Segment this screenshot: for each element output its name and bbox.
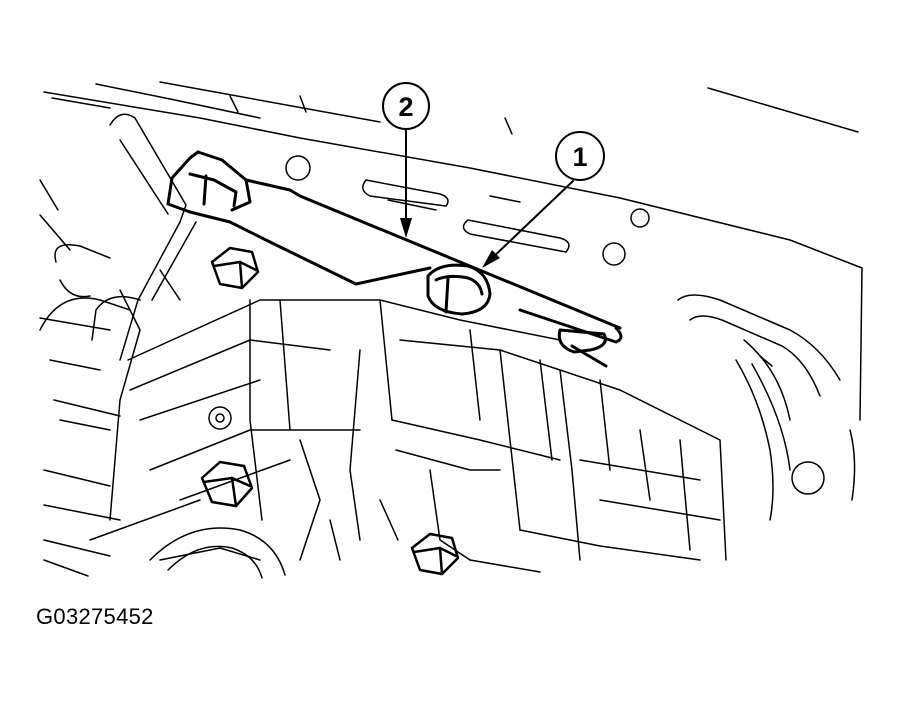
bolt-lower-center — [410, 532, 460, 576]
callout-label-1: 1 — [572, 142, 587, 172]
valve-body-diagram: 2 1 — [39, 81, 863, 579]
callout-leaders — [405, 128, 574, 263]
figure-id: G03275452 — [36, 604, 154, 629]
manual-valve-detent-spring — [166, 150, 623, 368]
bolt-upper-left — [210, 246, 260, 290]
bolt-lower-left — [200, 460, 254, 508]
callout-arrowheads — [400, 218, 500, 268]
callout-circles — [382, 82, 605, 181]
callout-label-2: 2 — [398, 92, 413, 122]
valve-body-casting — [39, 81, 863, 579]
bracket-bolt — [426, 263, 492, 316]
